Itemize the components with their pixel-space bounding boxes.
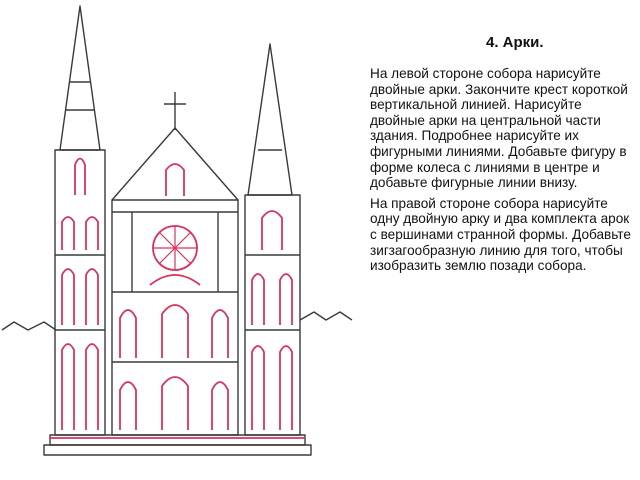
- instructions-paragraph-2: На правой стороне собора нарисуйте одну …: [370, 195, 631, 274]
- instructions-text: На левой стороне собора нарисуйте двойны…: [370, 66, 632, 279]
- slide-title: 4. Арки.: [486, 34, 544, 51]
- ground-zigzag-line: [1, 311, 353, 331]
- right-spire: [247, 43, 293, 196]
- base-step-1: [49, 434, 306, 446]
- instructions-paragraph-1: На левой стороне собора нарисуйте двойны…: [370, 66, 628, 191]
- left-spire: [59, 5, 101, 151]
- cathedral-illustration: [1, 5, 353, 456]
- base-step-2: [43, 444, 312, 456]
